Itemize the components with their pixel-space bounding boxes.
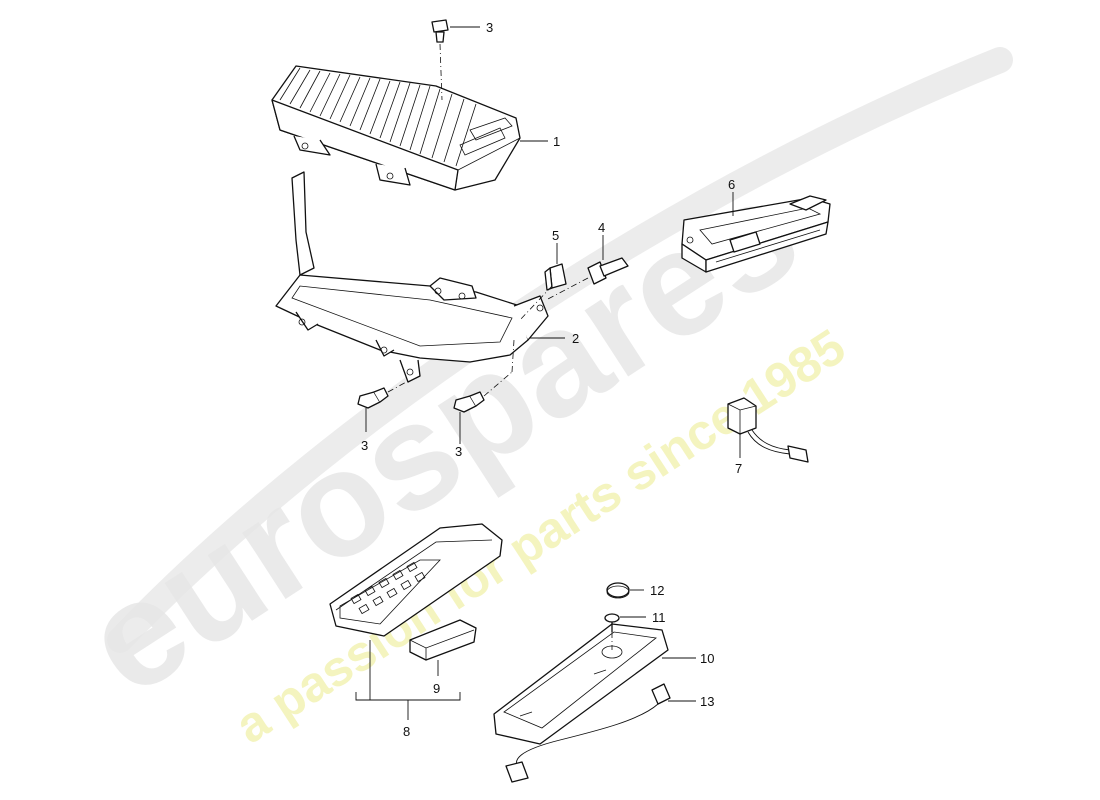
part-3-screw-top bbox=[431, 19, 449, 101]
callout-1: 1 bbox=[553, 134, 560, 149]
part-9-module bbox=[409, 619, 477, 661]
callout-3-left: 3 bbox=[361, 438, 368, 453]
callout-12: 12 bbox=[650, 583, 664, 598]
callout-3: 3 bbox=[486, 20, 493, 35]
part-3-screw-left bbox=[357, 379, 411, 409]
part-8-console bbox=[329, 523, 503, 637]
watermark: eurospares a passion for parts since 198… bbox=[56, 47, 1013, 754]
callout-labels: 3 1 6 5 4 2 3 3 7 12 11 10 9 13 8 bbox=[361, 20, 742, 739]
part-11-screw bbox=[604, 613, 620, 650]
part-5-clip-nut bbox=[519, 263, 567, 321]
callout-8: 8 bbox=[403, 724, 410, 739]
callout-3-right: 3 bbox=[455, 444, 462, 459]
part-12-cap bbox=[606, 582, 630, 599]
part-7-sensor bbox=[727, 397, 809, 463]
callout-6: 6 bbox=[728, 177, 735, 192]
callout-13: 13 bbox=[700, 694, 714, 709]
part-4-rivet bbox=[545, 257, 629, 301]
callout-10: 10 bbox=[700, 651, 714, 666]
part-3-screw-right bbox=[453, 339, 515, 413]
part-13-cable bbox=[505, 683, 671, 783]
part-1-amplifier bbox=[271, 65, 521, 191]
callout-5: 5 bbox=[552, 228, 559, 243]
callout-11: 11 bbox=[652, 610, 666, 625]
callout-7: 7 bbox=[735, 461, 742, 476]
callout-4: 4 bbox=[598, 220, 605, 235]
part-6-control-unit bbox=[681, 195, 831, 273]
leader-lines bbox=[355, 26, 741, 720]
callout-2: 2 bbox=[572, 331, 579, 346]
callout-9: 9 bbox=[433, 681, 440, 696]
part-10-tray bbox=[493, 623, 669, 745]
part-2-bracket bbox=[275, 171, 549, 383]
